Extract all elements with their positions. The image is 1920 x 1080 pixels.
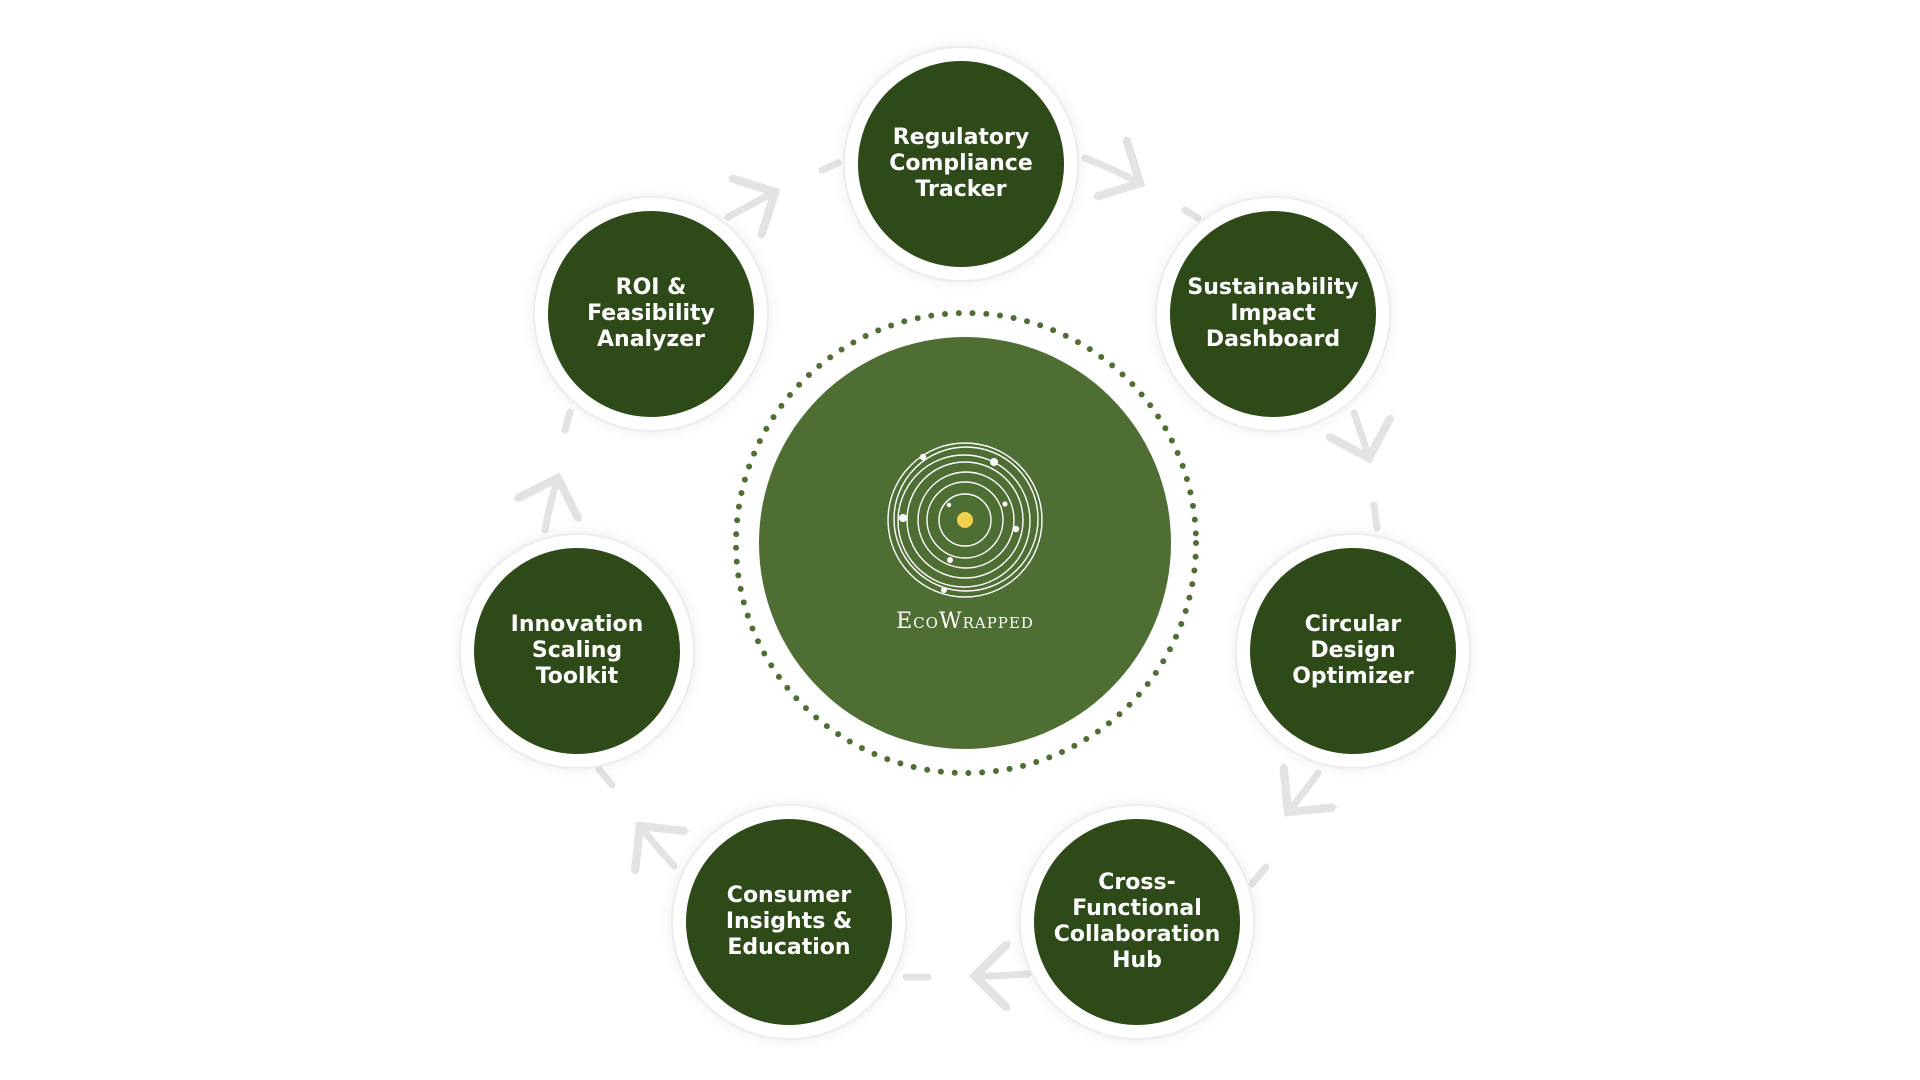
connector-tail	[1370, 501, 1381, 532]
node-label: Consumer Insights & Education	[725, 883, 853, 960]
node-circle: Sustainability Impact Dashboard	[1170, 211, 1376, 417]
brand-title: EcoWrapped	[896, 609, 1034, 634]
node-label: Regulatory Compliance Tracker	[889, 125, 1033, 202]
connector-arrow	[1081, 158, 1140, 183]
node-circle: Regulatory Compliance Tracker	[858, 61, 1064, 267]
connector-tail	[595, 765, 616, 789]
node-label: Sustainability Impact Dashboard	[1187, 275, 1359, 352]
node-circle: ROI & Feasibility Analyzer	[548, 211, 754, 417]
node-regulatory-compliance-tracker[interactable]: Regulatory Compliance Tracker	[843, 46, 1079, 282]
connector-tail	[1248, 863, 1270, 888]
node-sustainability-impact-dashboard[interactable]: Sustainability Impact Dashboard	[1155, 196, 1391, 432]
node-innovation-scaling-toolkit[interactable]: Innovation Scaling Toolkit	[459, 533, 695, 769]
node-circular-design-optimizer[interactable]: Circular Design Optimizer	[1235, 533, 1471, 769]
connector-arrow	[545, 478, 558, 534]
connector-tail	[1181, 206, 1202, 222]
connector-arrow	[724, 192, 775, 217]
central-hub: EcoWrapped	[759, 337, 1171, 749]
hub-dotted-ring	[733, 310, 1199, 776]
connector-arrow	[640, 826, 674, 866]
node-label: Innovation Scaling Toolkit	[510, 612, 644, 689]
node-circle: Consumer Insights & Education	[686, 819, 892, 1025]
node-circle: Innovation Scaling Toolkit	[474, 548, 680, 754]
connector-arrow	[975, 974, 1032, 976]
node-label: Circular Design Optimizer	[1292, 612, 1414, 689]
node-consumer-insights-education[interactable]: Consumer Insights & Education	[671, 804, 907, 1040]
connector-tail	[561, 408, 574, 434]
node-circle: Cross- Functional Collaboration Hub	[1034, 819, 1240, 1025]
node-roi-feasibility-analyzer[interactable]: ROI & Feasibility Analyzer	[533, 196, 769, 432]
node-label: Cross- Functional Collaboration Hub	[1053, 870, 1221, 973]
concentric-orbit-logo-icon	[887, 442, 1043, 598]
connector-arrow	[1288, 773, 1318, 812]
node-circle: Circular Design Optimizer	[1250, 548, 1456, 754]
connector-tail	[818, 159, 842, 174]
node-cross-functional-collaboration-hub[interactable]: Cross- Functional Collaboration Hub	[1019, 804, 1255, 1040]
node-label: ROI & Feasibility Analyzer	[587, 275, 715, 352]
connector-arrow	[1354, 409, 1369, 458]
